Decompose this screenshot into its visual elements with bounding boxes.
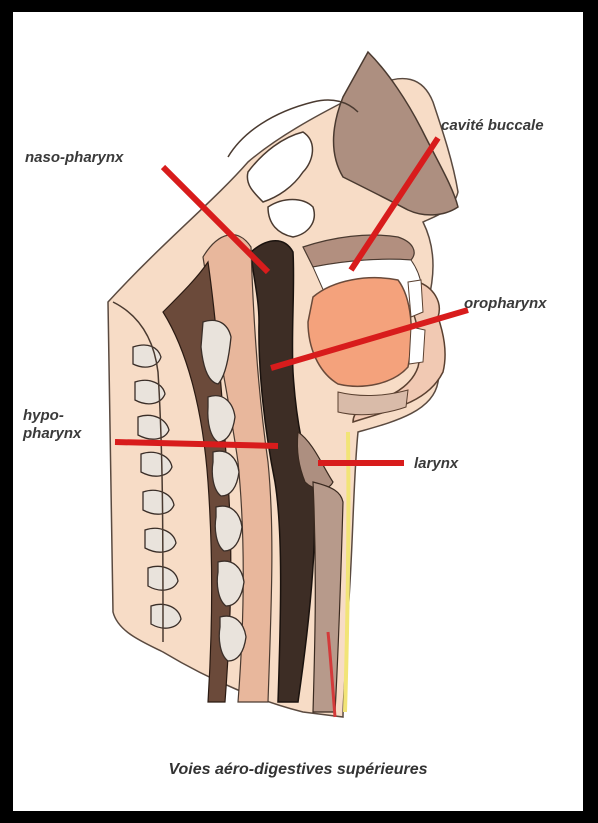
- label-hypo-pharynx-line2: pharynx: [23, 425, 81, 442]
- label-larynx: larynx: [414, 455, 458, 472]
- label-cavite-buccale: cavité buccale: [441, 117, 544, 134]
- label-naso-pharynx: naso-pharynx: [25, 149, 123, 166]
- diagram-caption: Voies aéro-digestives supérieures: [13, 761, 583, 779]
- diagram-canvas: naso-pharynx cavité buccale oropharynx h…: [13, 12, 583, 811]
- label-oropharynx: oropharynx: [464, 295, 547, 312]
- pointer-hypopharynx: [115, 442, 278, 446]
- label-hypo-pharynx-line1: hypo-: [23, 407, 64, 424]
